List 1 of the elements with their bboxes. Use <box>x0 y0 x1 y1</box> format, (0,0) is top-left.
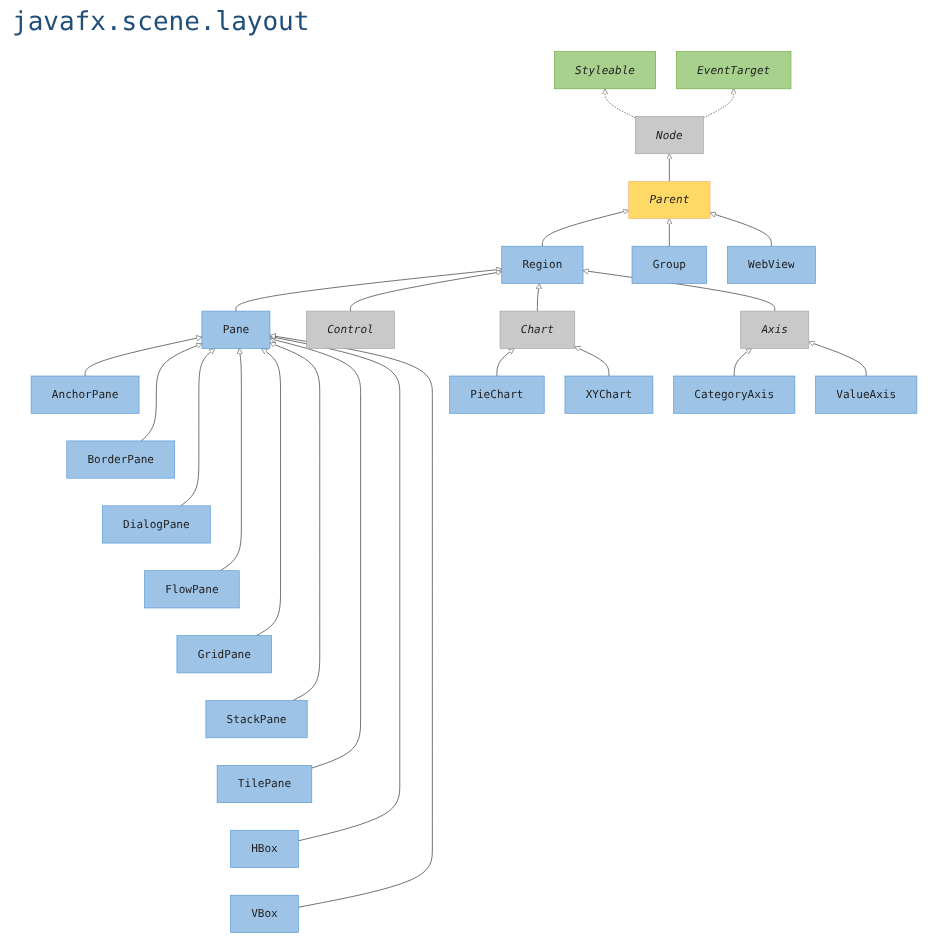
package-name: javafx.scene.layout <box>12 8 310 38</box>
